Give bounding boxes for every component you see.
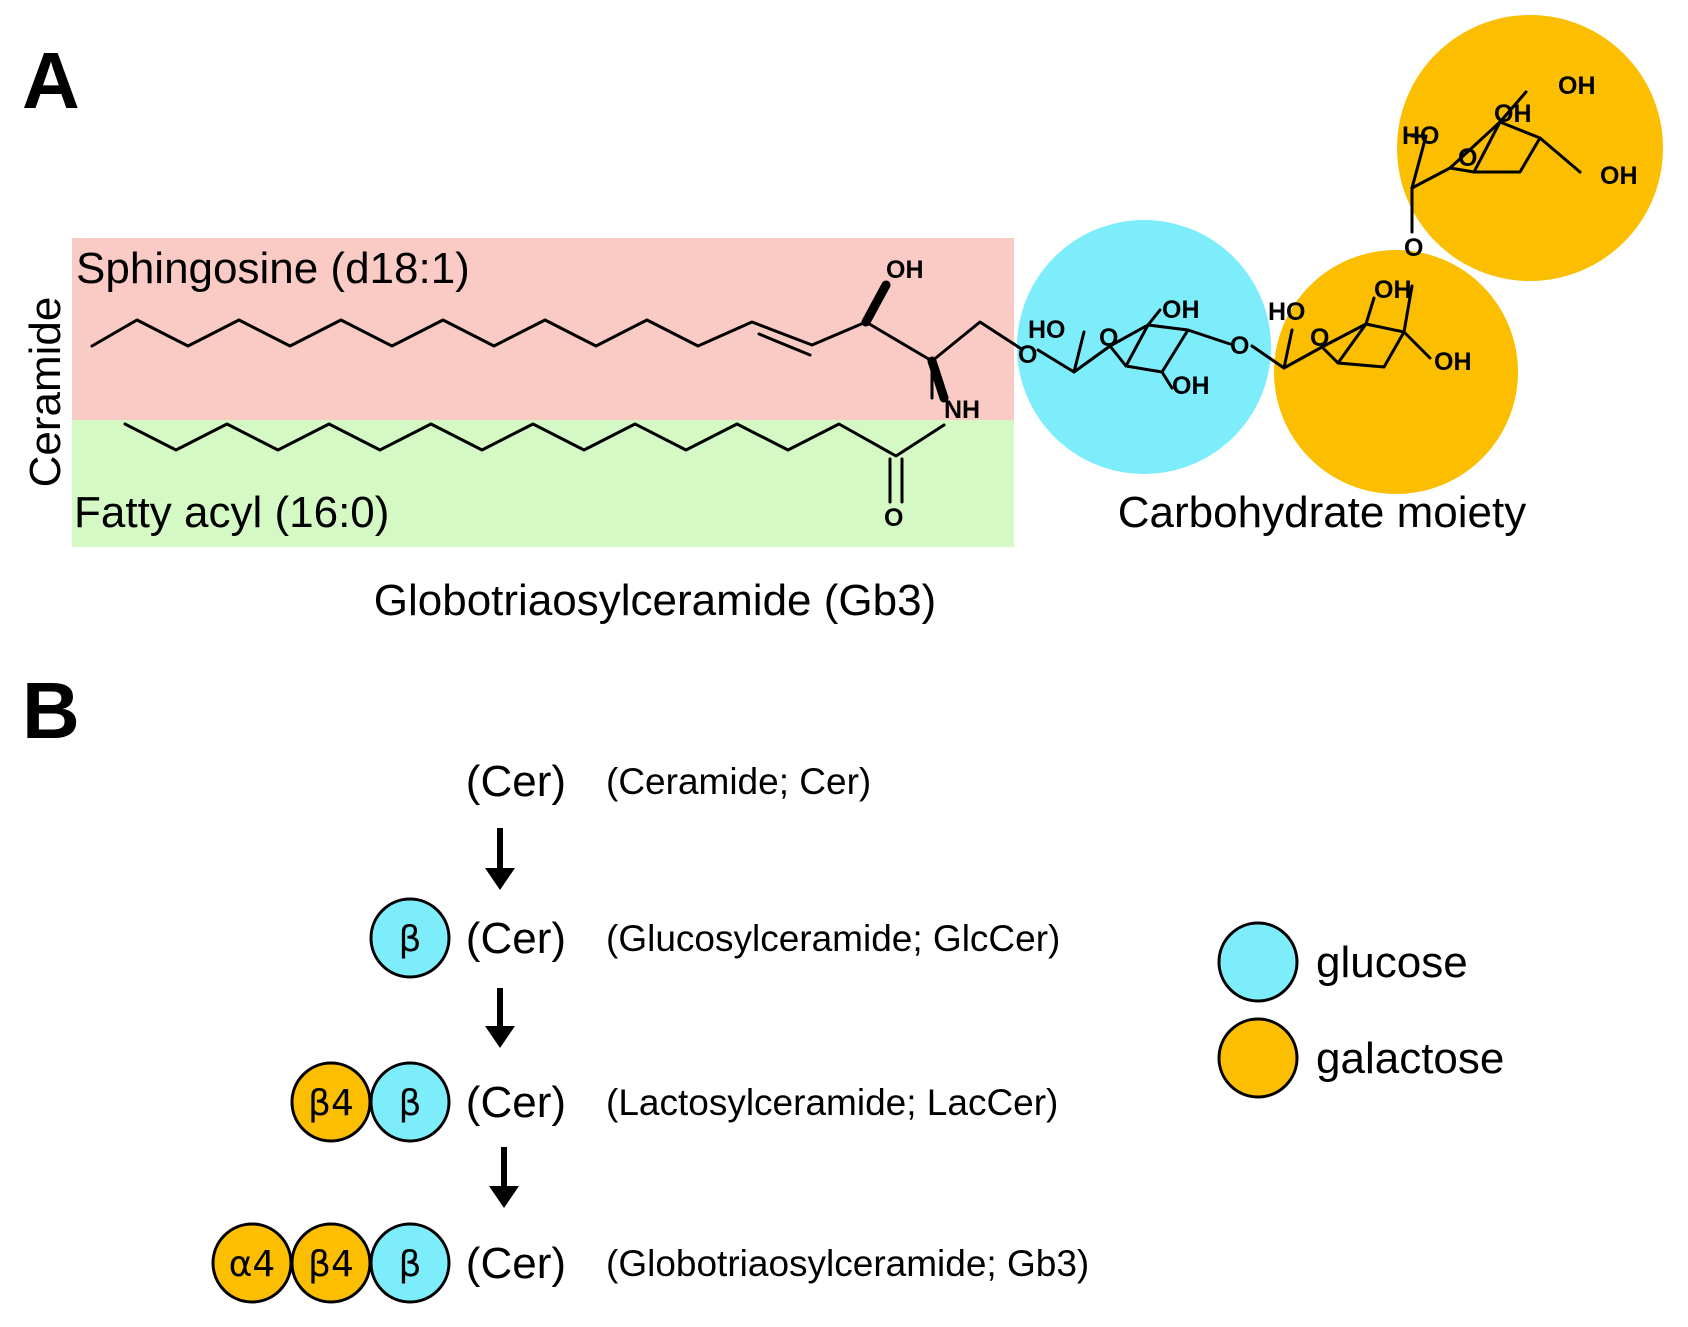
hydroxyl-wedge-bond: [861, 280, 891, 327]
linkage-label: β4: [308, 1083, 354, 1124]
linkage-label: β: [399, 1083, 422, 1124]
atom-nh: NH: [944, 396, 980, 424]
linkage-label: β4: [308, 1244, 354, 1285]
pathway-step: (Cer) β4 β (Lactosylceramide; LacCer): [290, 1061, 1058, 1143]
glycolipid-name: (Ceramide; Cer): [606, 761, 871, 802]
atom-glycosidic-o-3: O: [1404, 234, 1423, 262]
down-arrow-icon: [489, 1147, 519, 1208]
atom-ho-galactose-2: HO: [1402, 122, 1440, 150]
glycolipid-name: (Globotriaosylceramide; Gb3): [606, 1243, 1089, 1284]
gb3-caption: Globotriaosylceramide (Gb3): [374, 576, 936, 625]
glucose-legend-swatch: [1217, 921, 1299, 1003]
galactose-legend-swatch: [1217, 1017, 1299, 1099]
linkage-label: β: [399, 919, 422, 960]
atom-oh-sphingosine: OH: [886, 256, 924, 284]
carbohydrate-moiety-label: Carbohydrate moiety: [1118, 488, 1526, 537]
fatty-acyl-label: Fatty acyl (16:0): [74, 488, 389, 537]
pathway-arrows: [485, 828, 519, 1208]
atom-ring-o-galactose-1: O: [1310, 324, 1329, 352]
down-arrow-icon: [485, 988, 515, 1048]
ceramide-side-label: Ceramide: [21, 297, 70, 488]
atom-oh-galactose-2a: OH: [1494, 100, 1532, 128]
atom-glycosidic-o-1: O: [1018, 341, 1037, 369]
linkage-label: α4: [229, 1244, 276, 1285]
pathway-step: (Cer) β (Glucosylceramide; GlcCer): [369, 897, 1060, 979]
atom-carbonyl-o: O: [884, 504, 903, 532]
glycolipid-name: (Lactosylceramide; LacCer): [606, 1082, 1058, 1123]
galactose-ring-circle-2: [1397, 15, 1663, 281]
sphingosine-label: Sphingosine (d18:1): [76, 244, 470, 293]
atom-glycosidic-o-2: O: [1230, 332, 1249, 360]
atom-oh-galactose-2b: OH: [1558, 72, 1596, 100]
atom-oh-glucose-1: OH: [1162, 296, 1200, 324]
galactose-ring-circle-1: [1274, 250, 1518, 494]
fatty-acyl-chain: O: [123, 422, 946, 532]
legend-label: glucose: [1316, 938, 1468, 987]
legend-label: galactose: [1316, 1034, 1504, 1083]
panel-a-label: A: [22, 36, 80, 125]
glucose-residue: [369, 1061, 451, 1143]
atom-oh-glucose-2: OH: [1172, 372, 1210, 400]
down-arrow-icon: [485, 828, 515, 890]
glucose-residue: [369, 1222, 451, 1304]
cer-label: (Cer): [466, 914, 566, 963]
legend-item-glucose: glucose: [1217, 921, 1468, 1003]
cer-label: (Cer): [466, 1239, 566, 1288]
galactose-structure-1: O HO OH OH O: [1250, 186, 1472, 376]
fatty-acyl-region: [72, 420, 1014, 547]
atom-ring-o-galactose-2: O: [1458, 144, 1477, 172]
atom-ring-o-glucose: O: [1099, 324, 1118, 352]
cer-label: (Cer): [466, 757, 566, 806]
linkage-label: β: [399, 1244, 422, 1285]
glucose-structure: O O HO OH OH O: [1018, 296, 1249, 400]
legend: glucose galactose: [1217, 921, 1504, 1099]
atom-ho-glucose: HO: [1028, 316, 1066, 344]
pathway-step: (Cer) α4 β4 β (Globotriaosylceramide; Gb3): [211, 1222, 1089, 1304]
cer-label: (Cer): [466, 1078, 566, 1127]
legend-item-galactose: galactose: [1217, 1017, 1504, 1099]
sphingosine-chain: OH NH: [90, 256, 1022, 424]
biosynthesis-pathway: (Cer) (Ceramide; Cer) (Cer) β (Glucosylceram…: [211, 757, 1089, 1304]
double-bond-line: [757, 332, 812, 357]
atom-ho-galactose-1: HO: [1268, 298, 1306, 326]
glycolipid-name: (Glucosylceramide; GlcCer): [606, 918, 1060, 959]
galactose-structure-2: O HO OH OH OH: [1402, 72, 1638, 190]
atom-oh-galactose-1a: OH: [1374, 276, 1412, 304]
panel-b-label: B: [22, 666, 80, 755]
sphingosine-region: [72, 238, 1014, 420]
glucose-ring-circle: [1017, 220, 1271, 474]
glucose-residue: [369, 897, 451, 979]
amine-wedge-bond: [927, 356, 949, 403]
atom-oh-galactose-2c: OH: [1600, 162, 1638, 190]
atom-oh-galactose-1b: OH: [1434, 348, 1472, 376]
pathway-step: (Cer) (Ceramide; Cer): [466, 757, 871, 806]
